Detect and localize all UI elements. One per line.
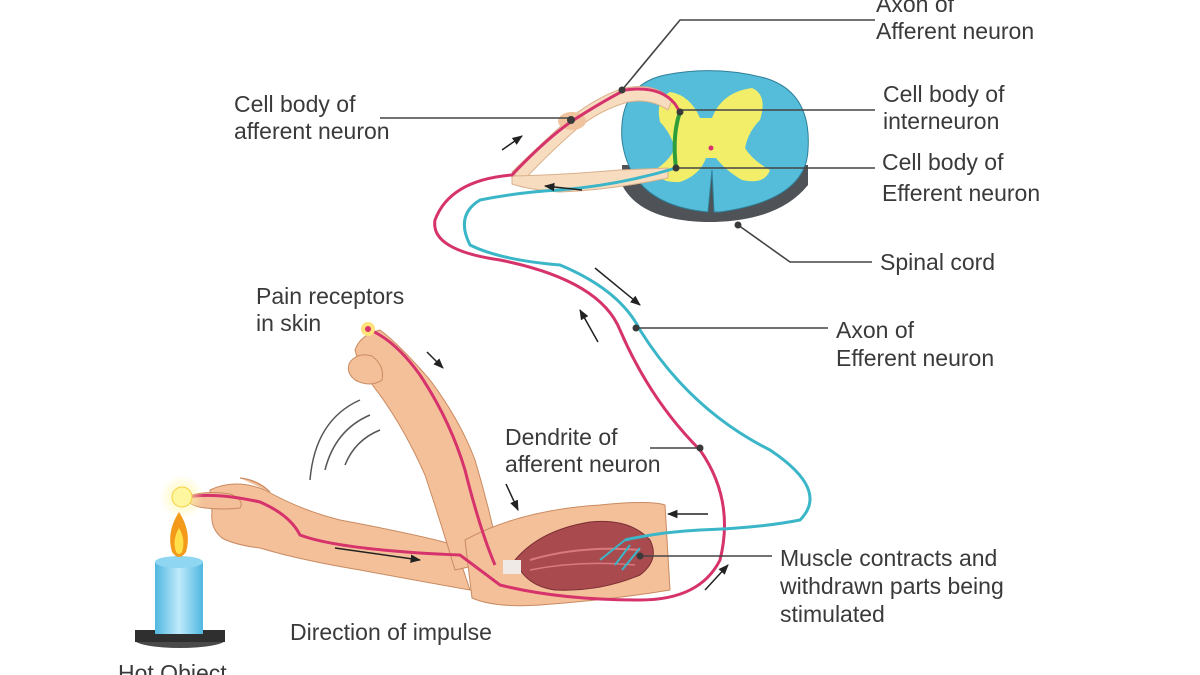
label-dendrite-afferent: Dendrite of afferent neuron [505,424,661,477]
label-cell-body-efferent: Cell body of Efferent neuron [882,149,1040,206]
label-axon-afferent: Axon of Afferent neuron [876,0,1034,44]
label-cell-body-interneuron: Cell body of interneuron [883,81,1011,134]
label-hot-object: Hot Object [118,660,227,675]
interneuron-path [672,111,682,169]
afferent-neuron-hand-path [367,327,497,566]
efferent-branches [599,539,641,571]
impulse-arrows [334,135,729,591]
candle-icon [135,475,225,648]
label-pain-receptors: Pain receptors in skin [256,283,411,336]
label-direction-of-impulse: Direction of impulse [290,619,492,645]
label-muscle: Muscle contracts and withdrawn parts bei… [779,545,1010,627]
label-cell-body-afferent: Cell body of afferent neuron [234,91,390,144]
label-axon-efferent: Axon of Efferent neuron [836,317,994,371]
label-spinal-cord: Spinal cord [880,249,995,275]
motion-lines [309,399,381,481]
efferent-neuron-path [462,166,812,542]
leaders [380,19,875,560]
